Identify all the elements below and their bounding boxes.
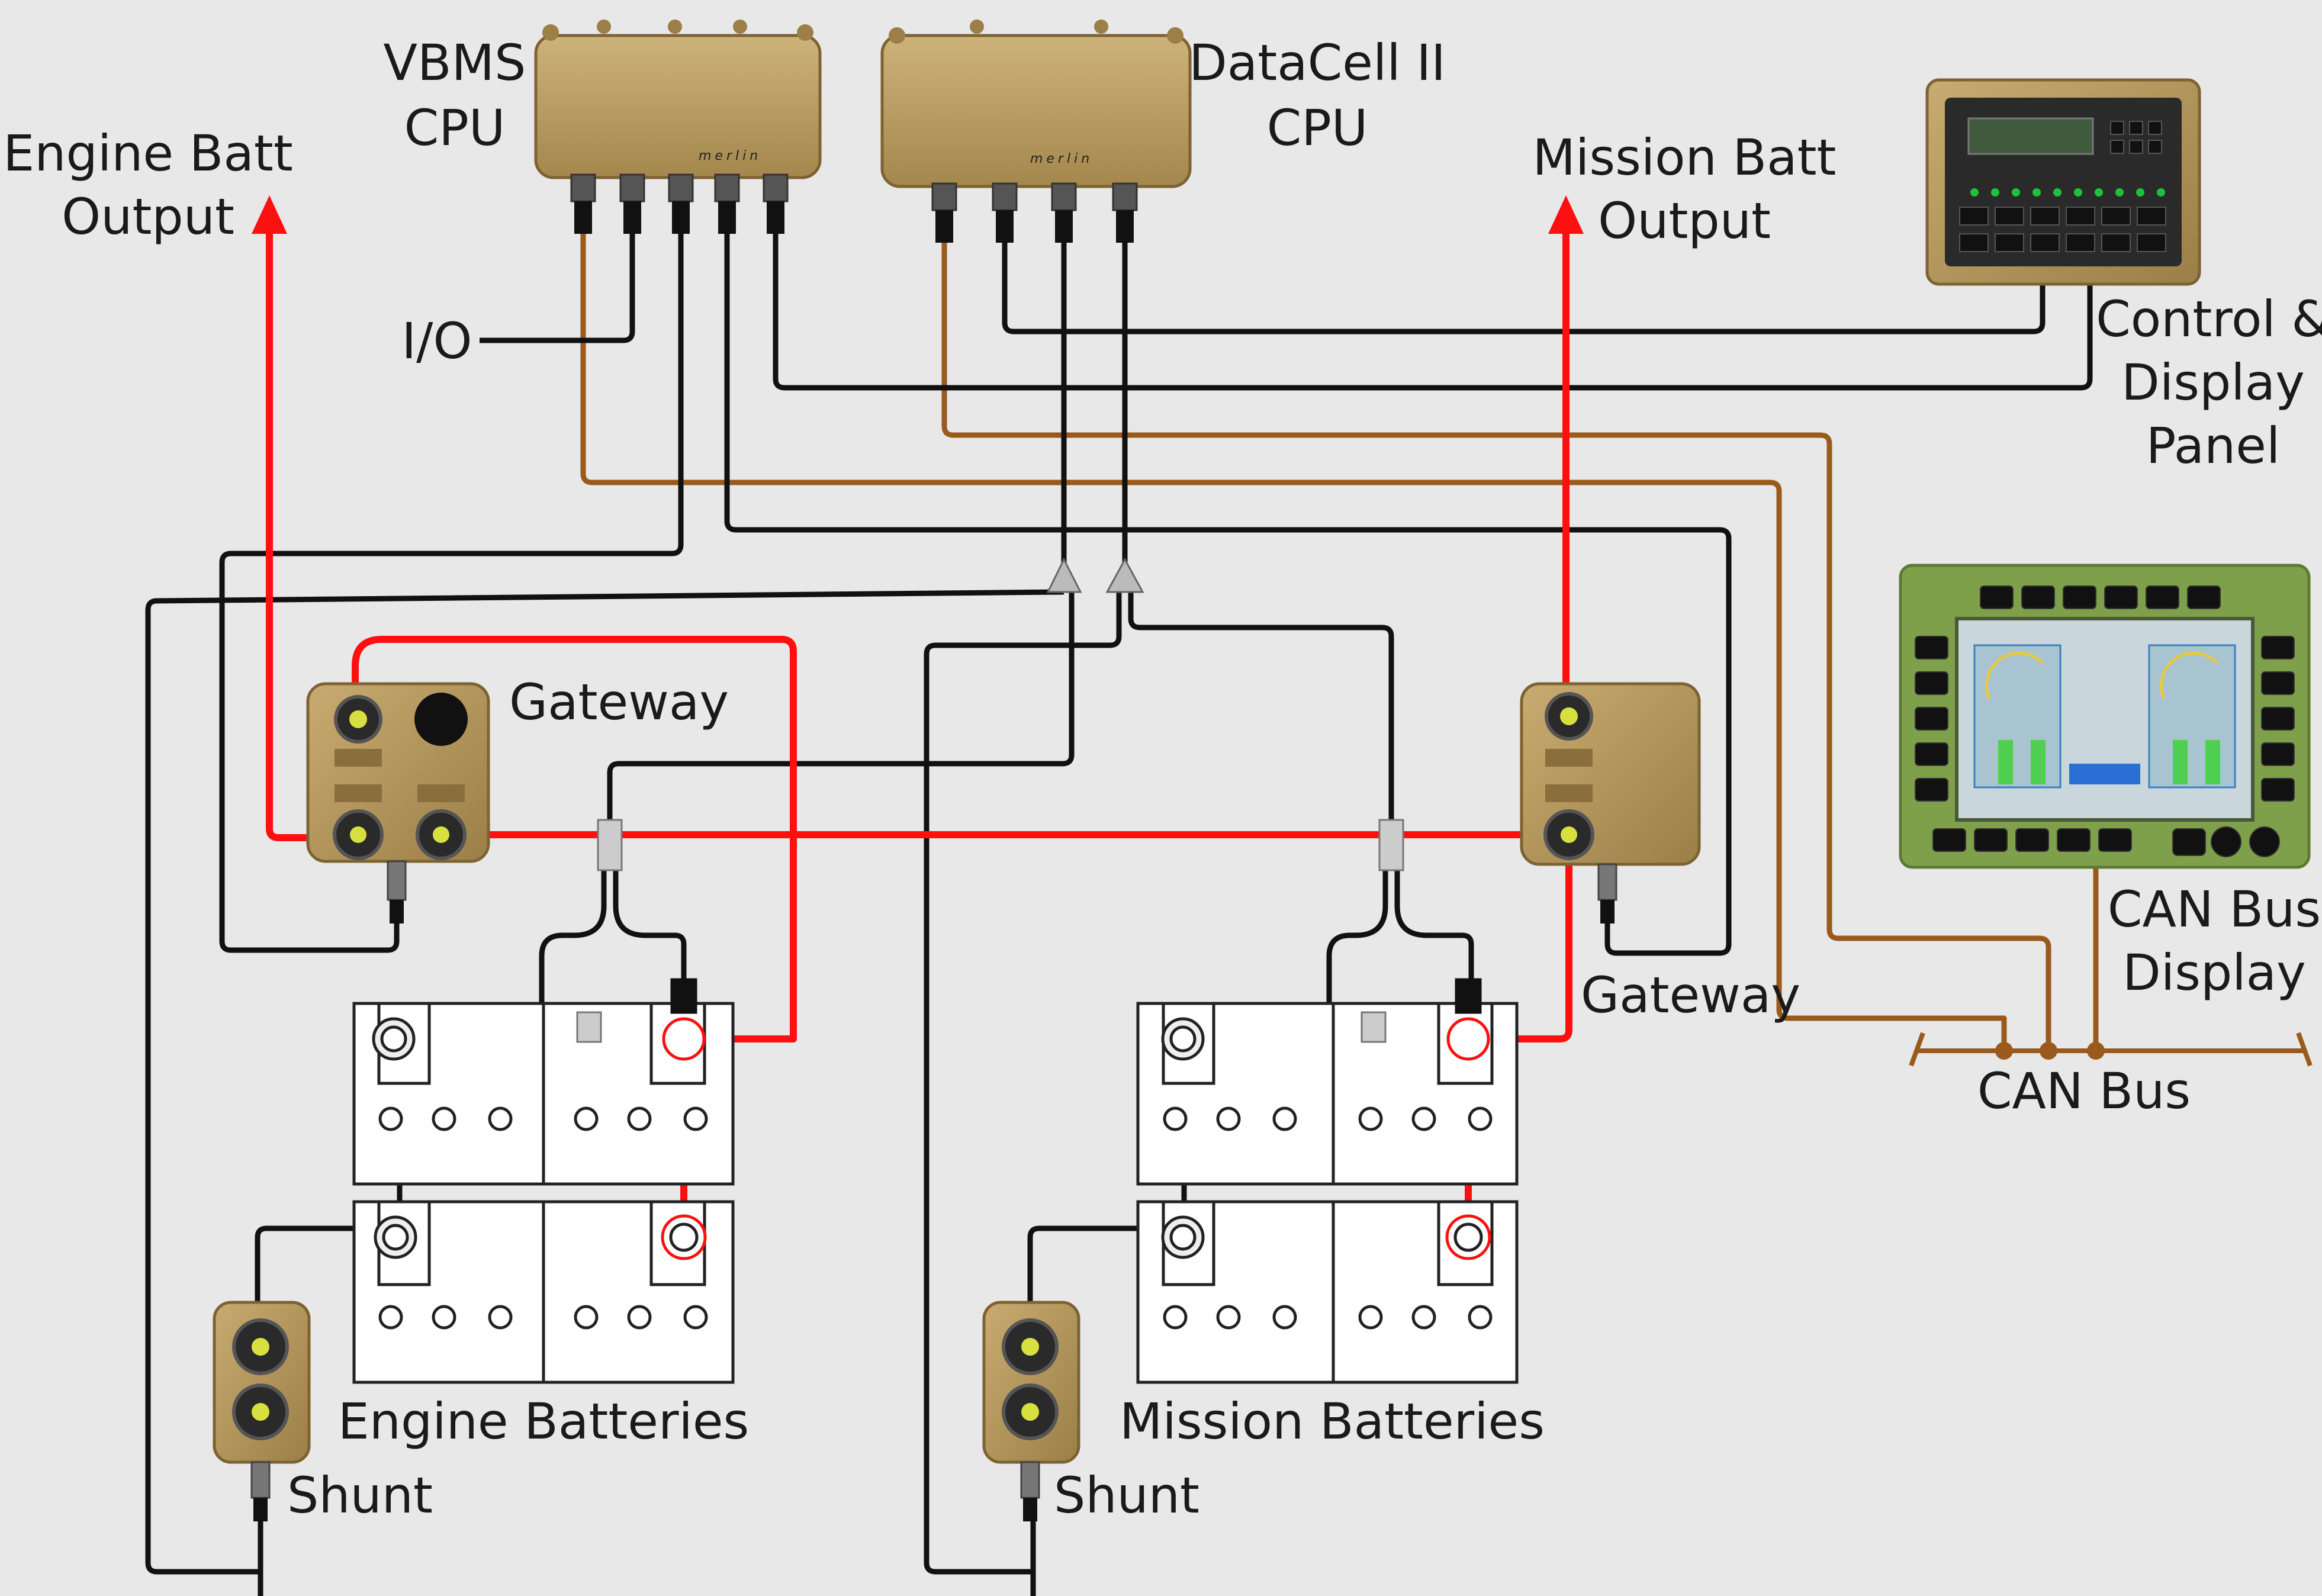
gateway-left-label: Gateway [509, 673, 729, 731]
mission-output-label-line1: Mission Batt [1533, 128, 1837, 186]
shunt-right-label: Shunt [1054, 1466, 1199, 1524]
signal-splitter-a [1046, 557, 1082, 593]
can-node [1995, 1042, 2013, 1060]
shunt-left-device [213, 1301, 311, 1521]
engine-output-arrow [252, 195, 287, 234]
control-display-panel-device [1925, 78, 2201, 286]
can-terminator-left [1909, 1032, 1925, 1067]
can-bus-label: CAN Bus [1977, 1062, 2191, 1120]
mission-output-arrow [1548, 195, 1584, 234]
datacell-cpu-device: merlin [880, 20, 1192, 243]
control-panel-label-line2: Display [2121, 353, 2305, 411]
wire-clamp-left [597, 819, 623, 871]
mission-batteries-label: Mission Batteries [1120, 1392, 1545, 1450]
signal-splitter-b [1105, 557, 1144, 593]
gateway-right-label: Gateway [1581, 966, 1800, 1024]
can-wires [580, 219, 2099, 1048]
can-node [2040, 1042, 2057, 1060]
datacell-label-line1: DataCell II [1189, 34, 1446, 92]
datacell-label-line2: CPU [1267, 99, 1368, 157]
mission-output-label-line2: Output [1598, 192, 1771, 250]
can-display-label-line2: Display [2122, 944, 2306, 1002]
engine-batteries-group [352, 978, 735, 1384]
can-terminator-right [2296, 1032, 2313, 1067]
gateway-left-device [306, 682, 490, 924]
shunt-right-device [982, 1301, 1080, 1521]
signal-wires [145, 219, 2093, 1596]
vbms-label-line2: CPU [404, 99, 506, 157]
io-label: I/O [401, 312, 472, 370]
wire-clamp-right [1378, 819, 1404, 871]
vbms-logo: merlin [699, 149, 761, 163]
engine-output-label-line1: Engine Batt [3, 124, 293, 182]
mission-batteries-group [1136, 978, 1519, 1384]
vbms-cpu-device: merlin [534, 20, 822, 234]
shunt-left-label: Shunt [287, 1466, 433, 1524]
engine-batteries-label: Engine Batteries [338, 1392, 750, 1450]
engine-output-label-line2: Output [62, 188, 234, 246]
can-node [2087, 1042, 2105, 1060]
vbms-label-line1: VBMS [384, 34, 526, 92]
can-display-label-line1: CAN Bus [2108, 880, 2321, 938]
gateway-right-device [1520, 682, 1701, 924]
can-bus-display-device [1899, 564, 2311, 869]
control-panel-label-line1: Control & [2096, 290, 2322, 348]
datacell-logo: merlin [1030, 152, 1093, 166]
control-panel-label-line3: Panel [2146, 417, 2281, 475]
